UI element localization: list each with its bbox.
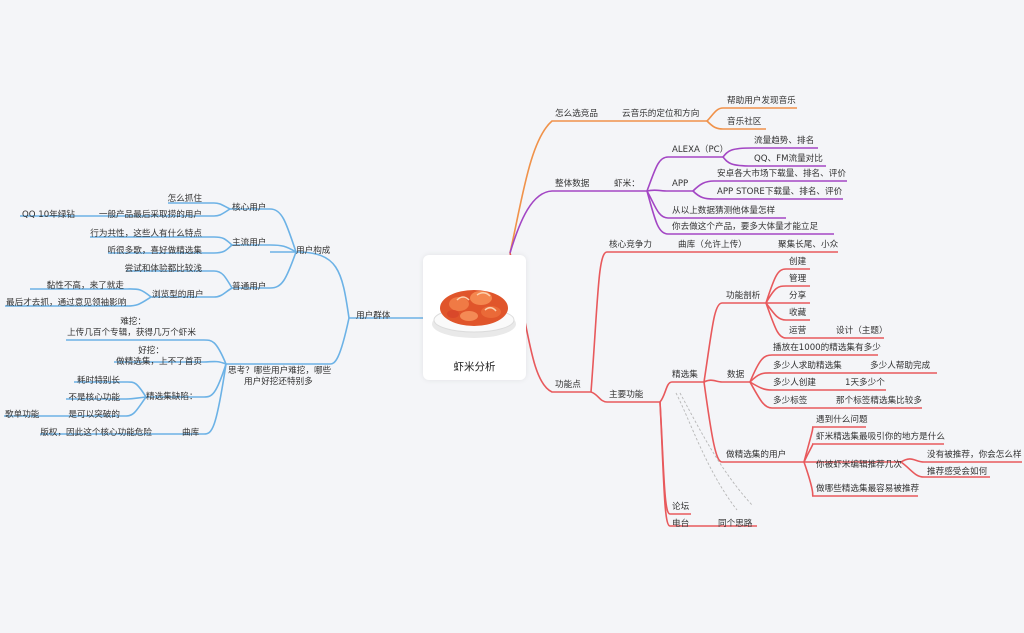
node-daily-count[interactable]: 1天多少个 — [845, 378, 885, 388]
node-help-discover[interactable]: 帮助用户发现音乐 — [727, 96, 796, 106]
node-func-analysis[interactable]: 功能剖析 — [726, 291, 761, 301]
node-cloud-music[interactable]: 云音乐的定位和方向 — [622, 109, 700, 119]
node-think-line2[interactable]: 用户好挖还特别多 — [244, 377, 313, 387]
node-android[interactable]: 安卓各大市场下载量、排名、评价 — [717, 169, 846, 179]
node-shallow[interactable]: 尝试和体验都比较浅 — [124, 264, 202, 274]
node-core-users[interactable]: 核心用户 — [232, 203, 267, 213]
node-think-line1[interactable]: 思考？哪些用户难挖，哪些 — [228, 366, 332, 376]
root-title: 虾米分析 — [453, 361, 496, 373]
node-low-stickiness[interactable]: 黏性不高，来了就走 — [46, 281, 124, 291]
node-not-recommended[interactable]: 没有被推荐，你会怎么样 — [927, 450, 1022, 460]
node-core-competence[interactable]: 核心竞争力 — [609, 240, 652, 250]
node-qq-green[interactable]: QQ 10年绿钻 — [22, 210, 75, 220]
node-time-consuming[interactable]: 耗时特别长 — [77, 376, 120, 386]
node-recommended-times[interactable]: 你被虾米编辑推荐几次 — [816, 460, 902, 470]
node-xiami-colon[interactable]: 虾米： — [614, 179, 640, 189]
node-mainstream-users[interactable]: 主流用户 — [232, 238, 267, 248]
node-how-many-tags[interactable]: 多少标签 — [773, 396, 808, 406]
node-share[interactable]: 分享 — [789, 291, 807, 301]
node-many-songs[interactable]: 听很多歌，喜好做精选集 — [107, 246, 202, 256]
node-easy-recommended[interactable]: 做哪些精选集最容易被推荐 — [816, 484, 920, 494]
node-app-store[interactable]: APP STORE下载量、排名、评价 — [717, 187, 843, 197]
node-how-catch[interactable]: 怎么抓住 — [167, 194, 202, 204]
node-app[interactable]: APP — [672, 179, 689, 189]
node-qq-fm[interactable]: QQ、FM流量对比 — [754, 154, 823, 164]
node-create[interactable]: 创建 — [789, 257, 807, 267]
node-collection-users[interactable]: 做精选集的用户 — [726, 450, 787, 460]
root-node[interactable]: 虾米分析 — [423, 255, 526, 380]
node-not-core[interactable]: 不是核心功能 — [68, 393, 120, 403]
node-how-big[interactable]: 你去做这个产品，要多大体量才能立足 — [672, 222, 819, 232]
node-how-many-create[interactable]: 多少人创建 — [773, 378, 816, 388]
dried-shrimp-image — [429, 260, 520, 352]
node-long-tail[interactable]: 聚集长尾、小众 — [778, 240, 839, 250]
node-which-tag[interactable]: 那个标签精选集比较多 — [836, 396, 922, 406]
node-hard-desc[interactable]: 上传几百个专辑，获得几万个虾米 — [67, 328, 196, 338]
node-guess-size[interactable]: 从以上数据猜测他体量怎样 — [672, 206, 776, 216]
node-collections[interactable]: 精选集 — [672, 370, 698, 380]
node-breakthrough[interactable]: 是可以突破的 — [68, 410, 120, 420]
node-how-choose[interactable]: 怎么选竞品 — [555, 109, 598, 119]
node-copyright[interactable]: 版权，因此这个核心功能危险 — [40, 428, 152, 438]
node-traffic-trend[interactable]: 流量趋势、排名 — [754, 136, 815, 146]
node-play-1000[interactable]: 播放在1000的精选集有多少 — [773, 343, 881, 353]
node-user-structure[interactable]: 用户构成 — [296, 246, 331, 256]
node-manage[interactable]: 管理 — [789, 274, 807, 284]
node-favorite[interactable]: 收藏 — [789, 308, 807, 318]
node-alexa[interactable]: ALEXA（PC） — [672, 145, 729, 155]
node-library[interactable]: 曲库 — [182, 428, 200, 438]
node-features[interactable]: 功能点 — [555, 380, 581, 390]
node-radio[interactable]: 电台 — [672, 519, 690, 529]
node-main-functions[interactable]: 主要功能 — [609, 390, 644, 400]
node-browse-users[interactable]: 浏览型的用户 — [152, 290, 204, 300]
node-forum[interactable]: 论坛 — [672, 502, 690, 512]
node-help-complete[interactable]: 多少人帮助完成 — [870, 361, 931, 371]
node-normal-users[interactable]: 普通用户 — [232, 282, 267, 292]
node-opinion-leader[interactable]: 最后才去抓，通过意见领袖影响 — [6, 298, 127, 308]
node-problems[interactable]: 遇到什么问题 — [816, 415, 868, 425]
node-common-behavior[interactable]: 行为共性，这些人有什么特点 — [90, 229, 202, 239]
node-music-community[interactable]: 音乐社区 — [727, 117, 762, 127]
node-recommend-feeling[interactable]: 推荐感受会如何 — [927, 467, 988, 477]
node-ask-help[interactable]: 多少人求助精选集 — [773, 361, 842, 371]
node-design-theme[interactable]: 设计（主题） — [836, 326, 888, 336]
node-defects[interactable]: 精选集缺陷： — [146, 392, 198, 402]
node-operations[interactable]: 运营 — [789, 326, 807, 336]
node-easy-desc[interactable]: 做精选集，上不了首页 — [116, 357, 202, 367]
node-hard-label[interactable]: 难挖： — [120, 317, 146, 327]
node-attraction[interactable]: 虾米精选集最吸引你的地方是什么 — [816, 432, 945, 442]
node-same-idea[interactable]: 同个思路 — [718, 519, 753, 529]
node-library-upload[interactable]: 曲库（允许上传） — [678, 240, 747, 250]
node-data[interactable]: 数据 — [727, 370, 745, 380]
node-user-groups[interactable]: 用户群体 — [356, 311, 391, 321]
node-playlist[interactable]: 歌单功能 — [5, 410, 40, 420]
node-overall-data[interactable]: 整体数据 — [555, 179, 590, 189]
node-last-users[interactable]: 一般产品最后采取捞的用户 — [98, 210, 202, 220]
node-easy-label[interactable]: 好挖： — [138, 346, 164, 356]
